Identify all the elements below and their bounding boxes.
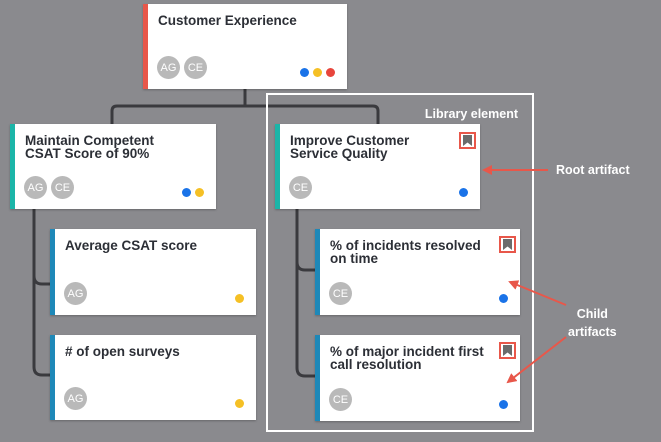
annotation-child-line2: artifacts [568, 325, 617, 339]
status-dot-yellow [195, 188, 204, 197]
avatar-group: AG [64, 387, 87, 410]
status-dot-blue [499, 294, 508, 303]
card-title: # of open surveys [65, 344, 180, 359]
avatar: CE [184, 56, 207, 79]
status-dot-red [326, 68, 335, 77]
annotation-root-artifact: Root artifact [556, 163, 630, 177]
connector-right-children [295, 208, 317, 378]
bookmark-icon[interactable] [499, 342, 516, 359]
status-dots [499, 294, 508, 303]
avatar: CE [329, 388, 352, 411]
card-title: % of incidents resolved on time [330, 238, 481, 266]
card-title: Customer Experience [158, 13, 297, 28]
card-first-call-resolution[interactable]: % of major incident first call resolutio… [315, 335, 520, 421]
annotation-child-line1: Child [576, 307, 608, 321]
status-dot-yellow [313, 68, 322, 77]
status-dot-blue [459, 188, 468, 197]
avatar-group: CE [289, 176, 312, 199]
library-element-label: Library element [424, 107, 518, 121]
status-dot-blue [300, 68, 309, 77]
status-dots [182, 188, 204, 197]
arrow-to-first-call [506, 336, 567, 384]
bookmark-icon[interactable] [499, 236, 516, 253]
card-incidents-resolved[interactable]: % of incidents resolved on time CE [315, 229, 520, 315]
card-title: Average CSAT score [65, 238, 198, 253]
card-maintain-csat[interactable]: Maintain Competent CSAT Score of 90% AG … [10, 124, 216, 209]
status-dot-blue [182, 188, 191, 197]
card-open-surveys[interactable]: # of open surveys AG [50, 335, 256, 420]
card-title: % of major incident first call resolutio… [330, 344, 484, 372]
avatar: AG [157, 56, 180, 79]
avatar-group: AG [64, 282, 87, 305]
avatar: CE [289, 176, 312, 199]
card-title: Improve Customer Service Quality [290, 133, 410, 161]
bookmark-icon[interactable] [459, 132, 476, 149]
connector-branch [110, 104, 380, 124]
avatar-group: AG CE [157, 56, 207, 79]
status-dots [300, 68, 335, 77]
avatar-group: CE [329, 282, 352, 305]
avatar: AG [24, 176, 47, 199]
card-improve-service-quality[interactable]: Improve Customer Service Quality CE [275, 124, 480, 209]
status-dot-blue [499, 400, 508, 409]
avatar: CE [329, 282, 352, 305]
avatar: AG [64, 387, 87, 410]
status-dot-yellow [235, 294, 244, 303]
avatar: AG [64, 282, 87, 305]
status-dots [499, 400, 508, 409]
connector-left-children [32, 208, 52, 377]
status-dots [235, 399, 244, 408]
annotation-child-artifacts: Child artifacts [568, 305, 617, 341]
status-dot-yellow [235, 399, 244, 408]
arrow-to-incidents [508, 280, 567, 306]
avatar: CE [51, 176, 74, 199]
status-dots [235, 294, 244, 303]
library-element-box: Library element [266, 93, 534, 432]
card-title: Maintain Competent CSAT Score of 90% [25, 133, 155, 161]
avatar-group: CE [329, 388, 352, 411]
avatar-group: AG CE [24, 176, 74, 199]
card-average-csat[interactable]: Average CSAT score AG [50, 229, 256, 315]
status-dots [459, 188, 468, 197]
card-customer-experience[interactable]: Customer Experience AG CE [143, 4, 347, 89]
